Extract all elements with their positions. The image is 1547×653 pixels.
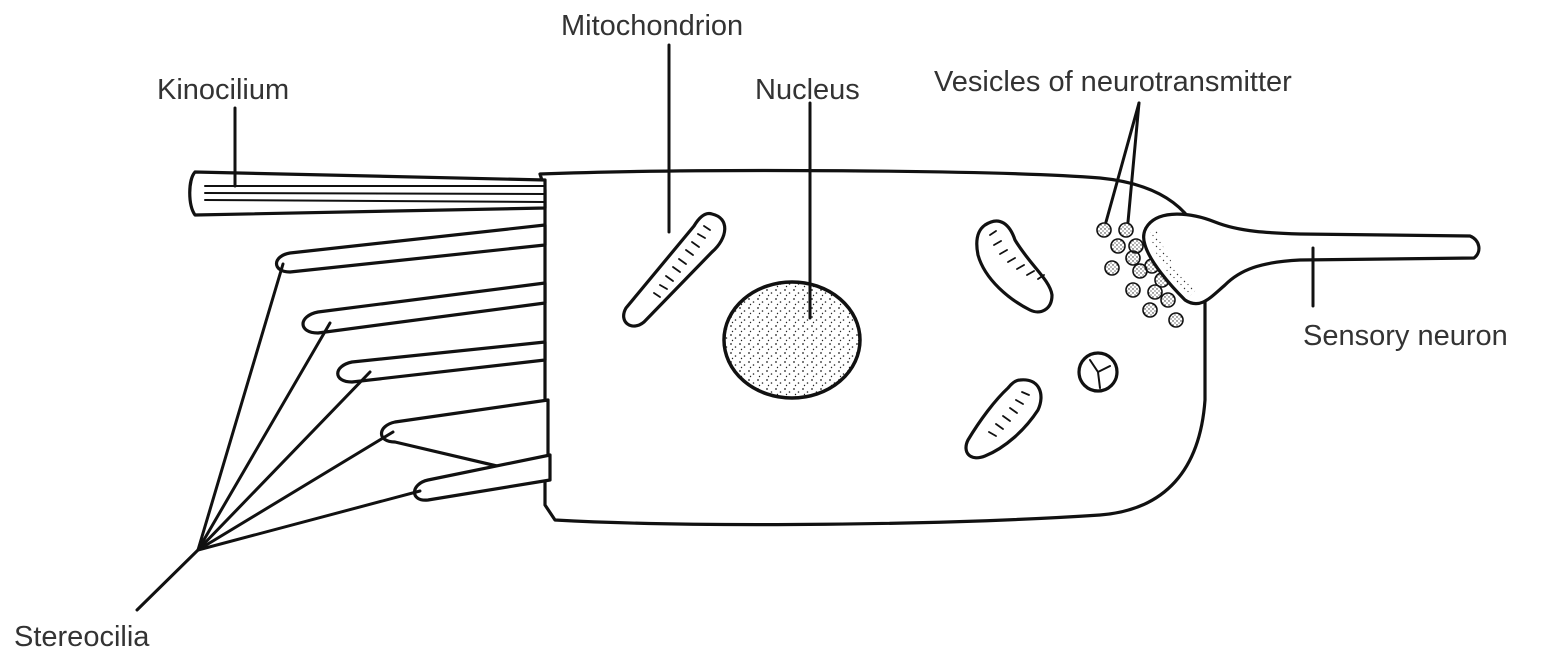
stereocilia (277, 225, 551, 500)
label-nucleus: Nucleus (755, 74, 860, 106)
kinocilium (190, 172, 545, 215)
label-kinocilium: Kinocilium (157, 74, 289, 106)
label-mitochondrion: Mitochondrion (561, 10, 743, 42)
sensory-neuron (1144, 214, 1479, 304)
stereocilia-leader-tail (137, 550, 198, 610)
stereocilia-leader-5 (198, 491, 420, 550)
label-sensory-neuron: Sensory neuron (1303, 320, 1508, 352)
vesicle-round (1079, 353, 1117, 391)
nucleus (724, 282, 860, 398)
label-vesicles: Vesicles of neurotransmitter (934, 66, 1292, 98)
stereocilia-leader-2 (198, 323, 330, 550)
label-stereocilia: Stereocilia (14, 621, 150, 653)
